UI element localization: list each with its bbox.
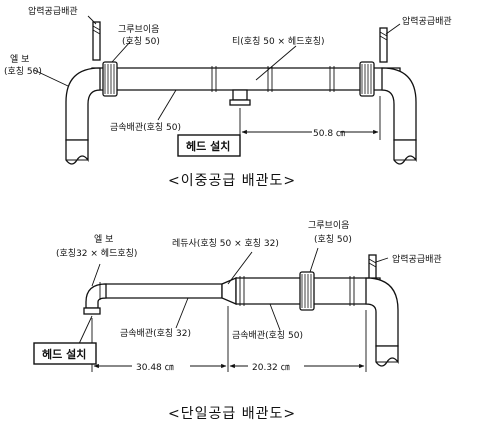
top-groove-label: 그루브이음 [118,24,159,35]
top-caption: <이중공급 배관도> [168,173,296,189]
bottom-elbow-size-label: (호칭32 × 헤드호칭) [56,247,137,259]
top-groove-size-label: (호칭 50) [122,36,160,47]
bottom-reducer-label: 레듀사(호칭 50 × 호칭 32) [172,238,279,249]
left-supply-pipe [92,21,101,61]
bottom-metal-pipe-50-label: 금속배관(호칭 50) [232,330,303,341]
top-metal-pipe-label: 금속배관(호칭 50) [110,122,181,133]
main-pipe-50 [65,66,417,165]
bottom-groove-label: 그루브이음 [308,220,349,231]
bottom-supply-label: 압력공급배관 [392,253,442,265]
bottom-caption: <단일공급 배관도> [168,406,296,422]
bottom-dim-right-label: 20.32 ㎝ [252,363,290,373]
top-tee-label: 티(호칭 50 × 헤드호칭) [232,35,325,47]
tee-outlet [229,89,251,106]
top-supply-left-label: 압력공급배관 [28,5,78,17]
bottom-groove-coupling [299,271,315,311]
groove-coupling-left [102,61,118,97]
bottom-dimensions [91,306,367,372]
single-supply-diagram: 엘 보 (호칭32 × 헤드호칭) 레듀사(호칭 50 × 호칭 32) 그루브… [33,220,442,422]
double-supply-diagram: 압력공급배관 압력공급배관 그루브이음 (호칭 50) 엘 보 (호칭 50) … [4,5,452,189]
top-head-install-label: 헤드 설치 [186,139,230,153]
right-supply-pipe [379,27,388,63]
top-head-install-box: 헤드 설치 [177,134,241,157]
bottom-dim-left-label: 30.48 ㎝ [136,363,174,373]
top-supply-right-label: 압력공급배관 [402,15,452,27]
bottom-head-install-label: 헤드 설치 [42,347,86,361]
top-dimension-label: 50.8 ㎝ [313,129,345,139]
bottom-head-install-box: 헤드 설치 [33,342,97,365]
bottom-elbow-label: 엘 보 [94,234,113,245]
groove-coupling-right [359,61,375,97]
bottom-supply-pipe [368,254,377,282]
top-elbow-label: 엘 보 [10,54,29,65]
top-elbow-size-label: (호칭 50) [4,66,42,77]
bottom-metal-pipe-32-label: 금속배관(호칭 32) [120,328,191,339]
bottom-groove-size-label: (호칭 50) [314,234,352,245]
pipe-32 [83,282,223,315]
top-dimension [239,96,381,140]
